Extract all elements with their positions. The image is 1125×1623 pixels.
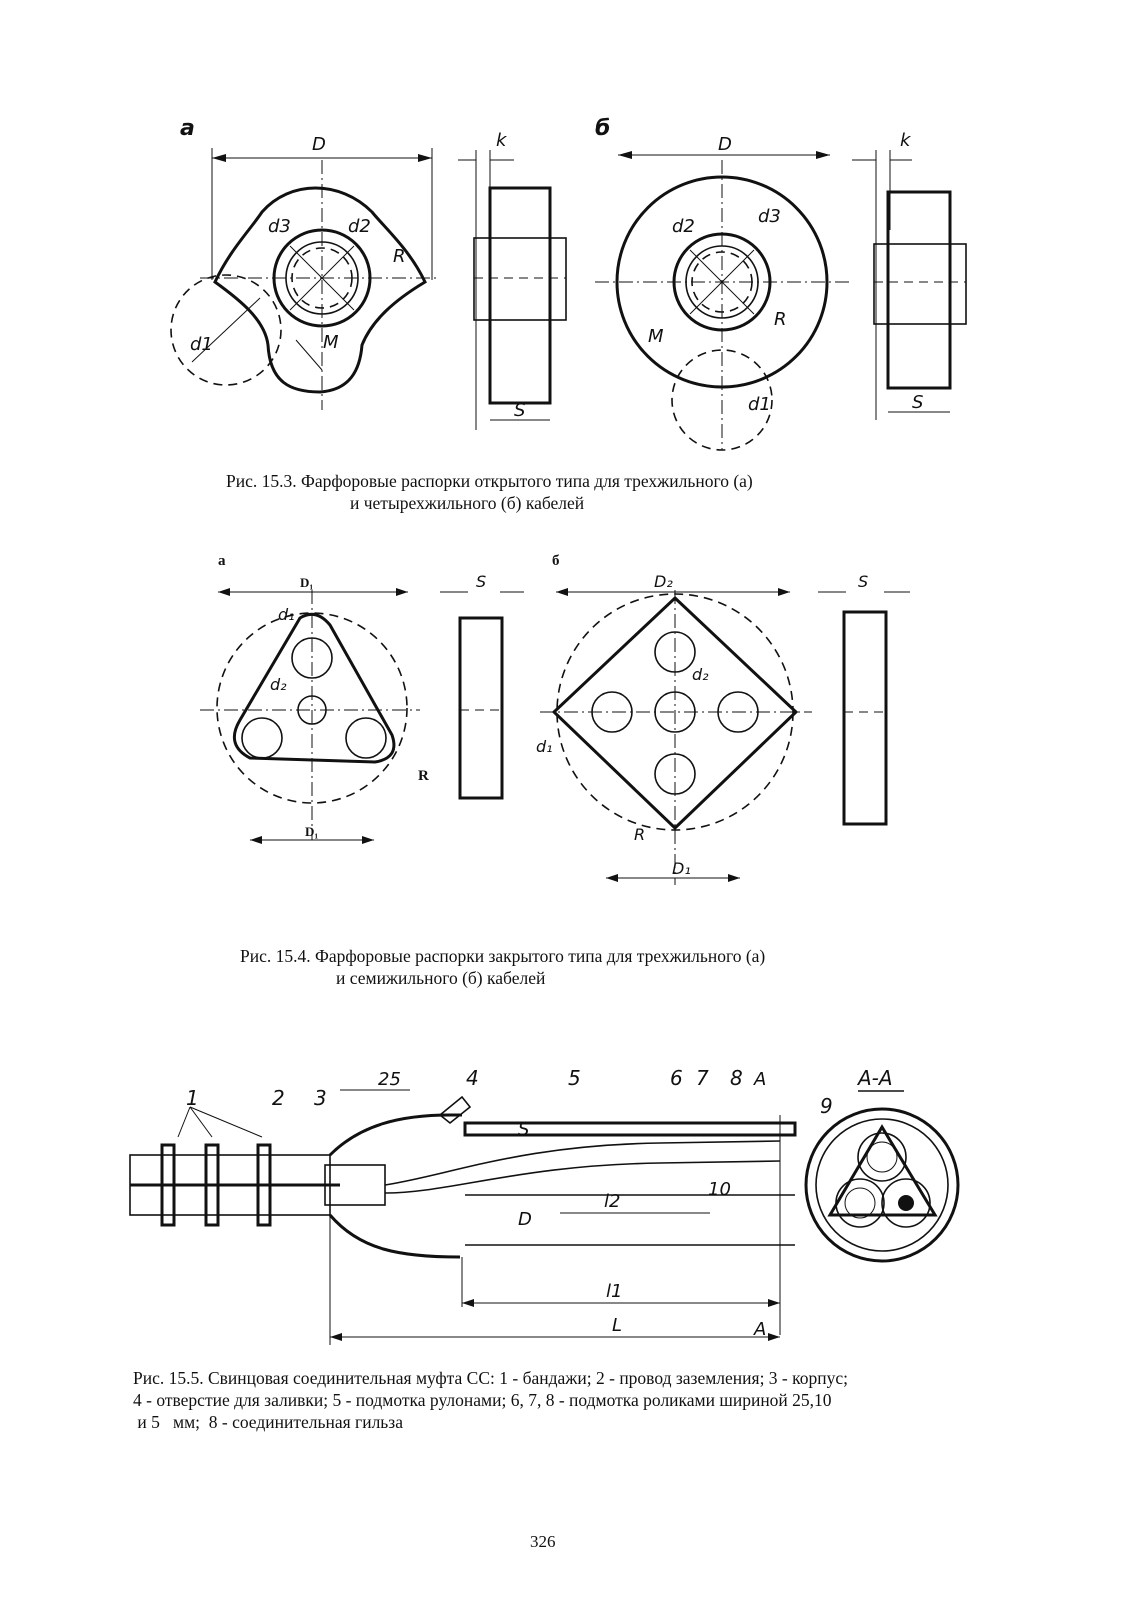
figure-15-4: а D₁ d₁ d₂ R D₁ S б D₂ d₂ d₁ R D₁ S Рис.…	[0, 540, 1125, 990]
fig5-dim-L: L	[612, 1315, 622, 1336]
fig5-callout-7: 7	[696, 1066, 709, 1090]
fig3a-dim-D: D	[312, 134, 326, 155]
fig5-section-mark-bottom: A	[753, 1319, 766, 1340]
figure-15-5: 1 2 3 4 5 6 7 8 9 25 S D l2 10 l1 L A A …	[0, 1045, 1125, 1445]
fig4a-dim-d2: d₂	[270, 675, 287, 694]
fig4a-dim-R: R	[418, 768, 429, 784]
fig3a-dim-k: k	[496, 130, 508, 151]
fig5-callout-1: 1	[186, 1086, 199, 1110]
fig4a-dim-d1: d₁	[278, 605, 295, 624]
fig3a-dim-M: M	[323, 332, 339, 353]
fig4-panel-b-label: б	[552, 553, 560, 569]
fig3a-dim-d3: d3	[268, 216, 291, 237]
caption-line: и четырехжильного (б) кабелей	[350, 493, 585, 513]
fig4a-dim-S: S	[476, 572, 486, 591]
fig3b-dim-M: M	[648, 326, 664, 347]
fig5-dim-10: 10	[708, 1179, 731, 1200]
page-number: 326	[530, 1532, 556, 1551]
fig5-dim-l2: l2	[604, 1191, 620, 1212]
fig3a-dim-S: S	[514, 400, 525, 421]
fig5-callout-9: 9	[820, 1094, 833, 1118]
fig3a-dim-d2: d2	[348, 216, 371, 237]
fig5-dim-D: D	[518, 1209, 532, 1230]
fig4a-dim-D1-top: D₁	[300, 575, 313, 590]
caption-line: Рис. 15.5. Свинцовая соединительная муфт…	[133, 1368, 848, 1388]
figure-15-4-drawing: а D₁ d₁ d₂ R D₁ S б D₂ d₂ d₁ R D₁ S	[200, 553, 910, 885]
fig3b-dim-k: k	[900, 130, 912, 151]
fig4b-dim-d2: d₂	[692, 665, 709, 684]
fig3b-dim-R: R	[774, 309, 787, 330]
fig4b-dim-S: S	[858, 572, 868, 591]
fig4b-dim-d1: d₁	[536, 737, 553, 756]
fig5-section-mark-top: A	[753, 1069, 766, 1090]
fig5-callout-5: 5	[568, 1066, 581, 1090]
fig3-panel-a-label: a	[180, 116, 195, 141]
fig3b-dim-S: S	[912, 392, 923, 413]
fig3a-dim-d1: d1	[190, 334, 213, 355]
fig4a-dim-D1-bottom: D₁	[305, 824, 318, 839]
figure-15-5-caption: Рис. 15.5. Свинцовая соединительная муфт…	[133, 1367, 848, 1433]
fig3b-dim-D: D	[718, 134, 732, 155]
caption-line: и семижильного (б) кабелей	[336, 968, 546, 988]
fig5-callout-2: 2	[272, 1086, 285, 1110]
fig3b-dim-d3: d3	[758, 206, 781, 227]
fig4-panel-a-label: а	[218, 553, 226, 569]
fig3a-dim-R: R	[393, 246, 406, 267]
fig3b-dim-d2: d2	[672, 216, 695, 237]
figure-15-3: a D d1 d3 d2 R M k S б D d2 d3 R M d1	[0, 0, 1125, 520]
caption-line: Рис. 15.3. Фарфоровые распорки открытого…	[226, 471, 753, 491]
fig3-panel-b-label: б	[595, 116, 610, 141]
figure-15-3-caption: Рис. 15.3. Фарфоровые распорки открытого…	[226, 470, 753, 514]
fig5-dim-S: S	[518, 1119, 529, 1140]
caption-line: 4 - отверстие для заливки; 5 - подмотка …	[133, 1390, 832, 1410]
fig5-callout-3: 3	[314, 1086, 327, 1110]
figure-15-5-drawing: 1 2 3 4 5 6 7 8 9 25 S D l2 10 l1 L A A …	[129, 1066, 960, 1345]
caption-line: Рис. 15.4. Фарфоровые распорки закрытого…	[240, 946, 766, 966]
caption-line: и 5 мм; 8 - соединительная гильза	[133, 1412, 403, 1432]
fig4b-dim-R: R	[634, 825, 645, 844]
fig5-section-title: A-A	[856, 1066, 893, 1090]
figure-15-4-caption: Рис. 15.4. Фарфоровые распорки закрытого…	[240, 945, 765, 989]
fig5-dim-l1: l1	[606, 1281, 622, 1302]
fig5-callout-8: 8	[730, 1066, 743, 1090]
fig5-callout-6: 6	[670, 1066, 683, 1090]
fig5-dim-25: 25	[378, 1069, 401, 1090]
figure-15-3-drawing: a D d1 d3 d2 R M k S б D d2 d3 R M d1	[170, 116, 967, 451]
fig3b-dim-d1: d1	[748, 394, 771, 415]
fig4b-dim-D1: D₁	[672, 859, 691, 878]
fig4b-dim-D2: D₂	[654, 572, 673, 591]
fig5-callout-4: 4	[466, 1066, 479, 1090]
